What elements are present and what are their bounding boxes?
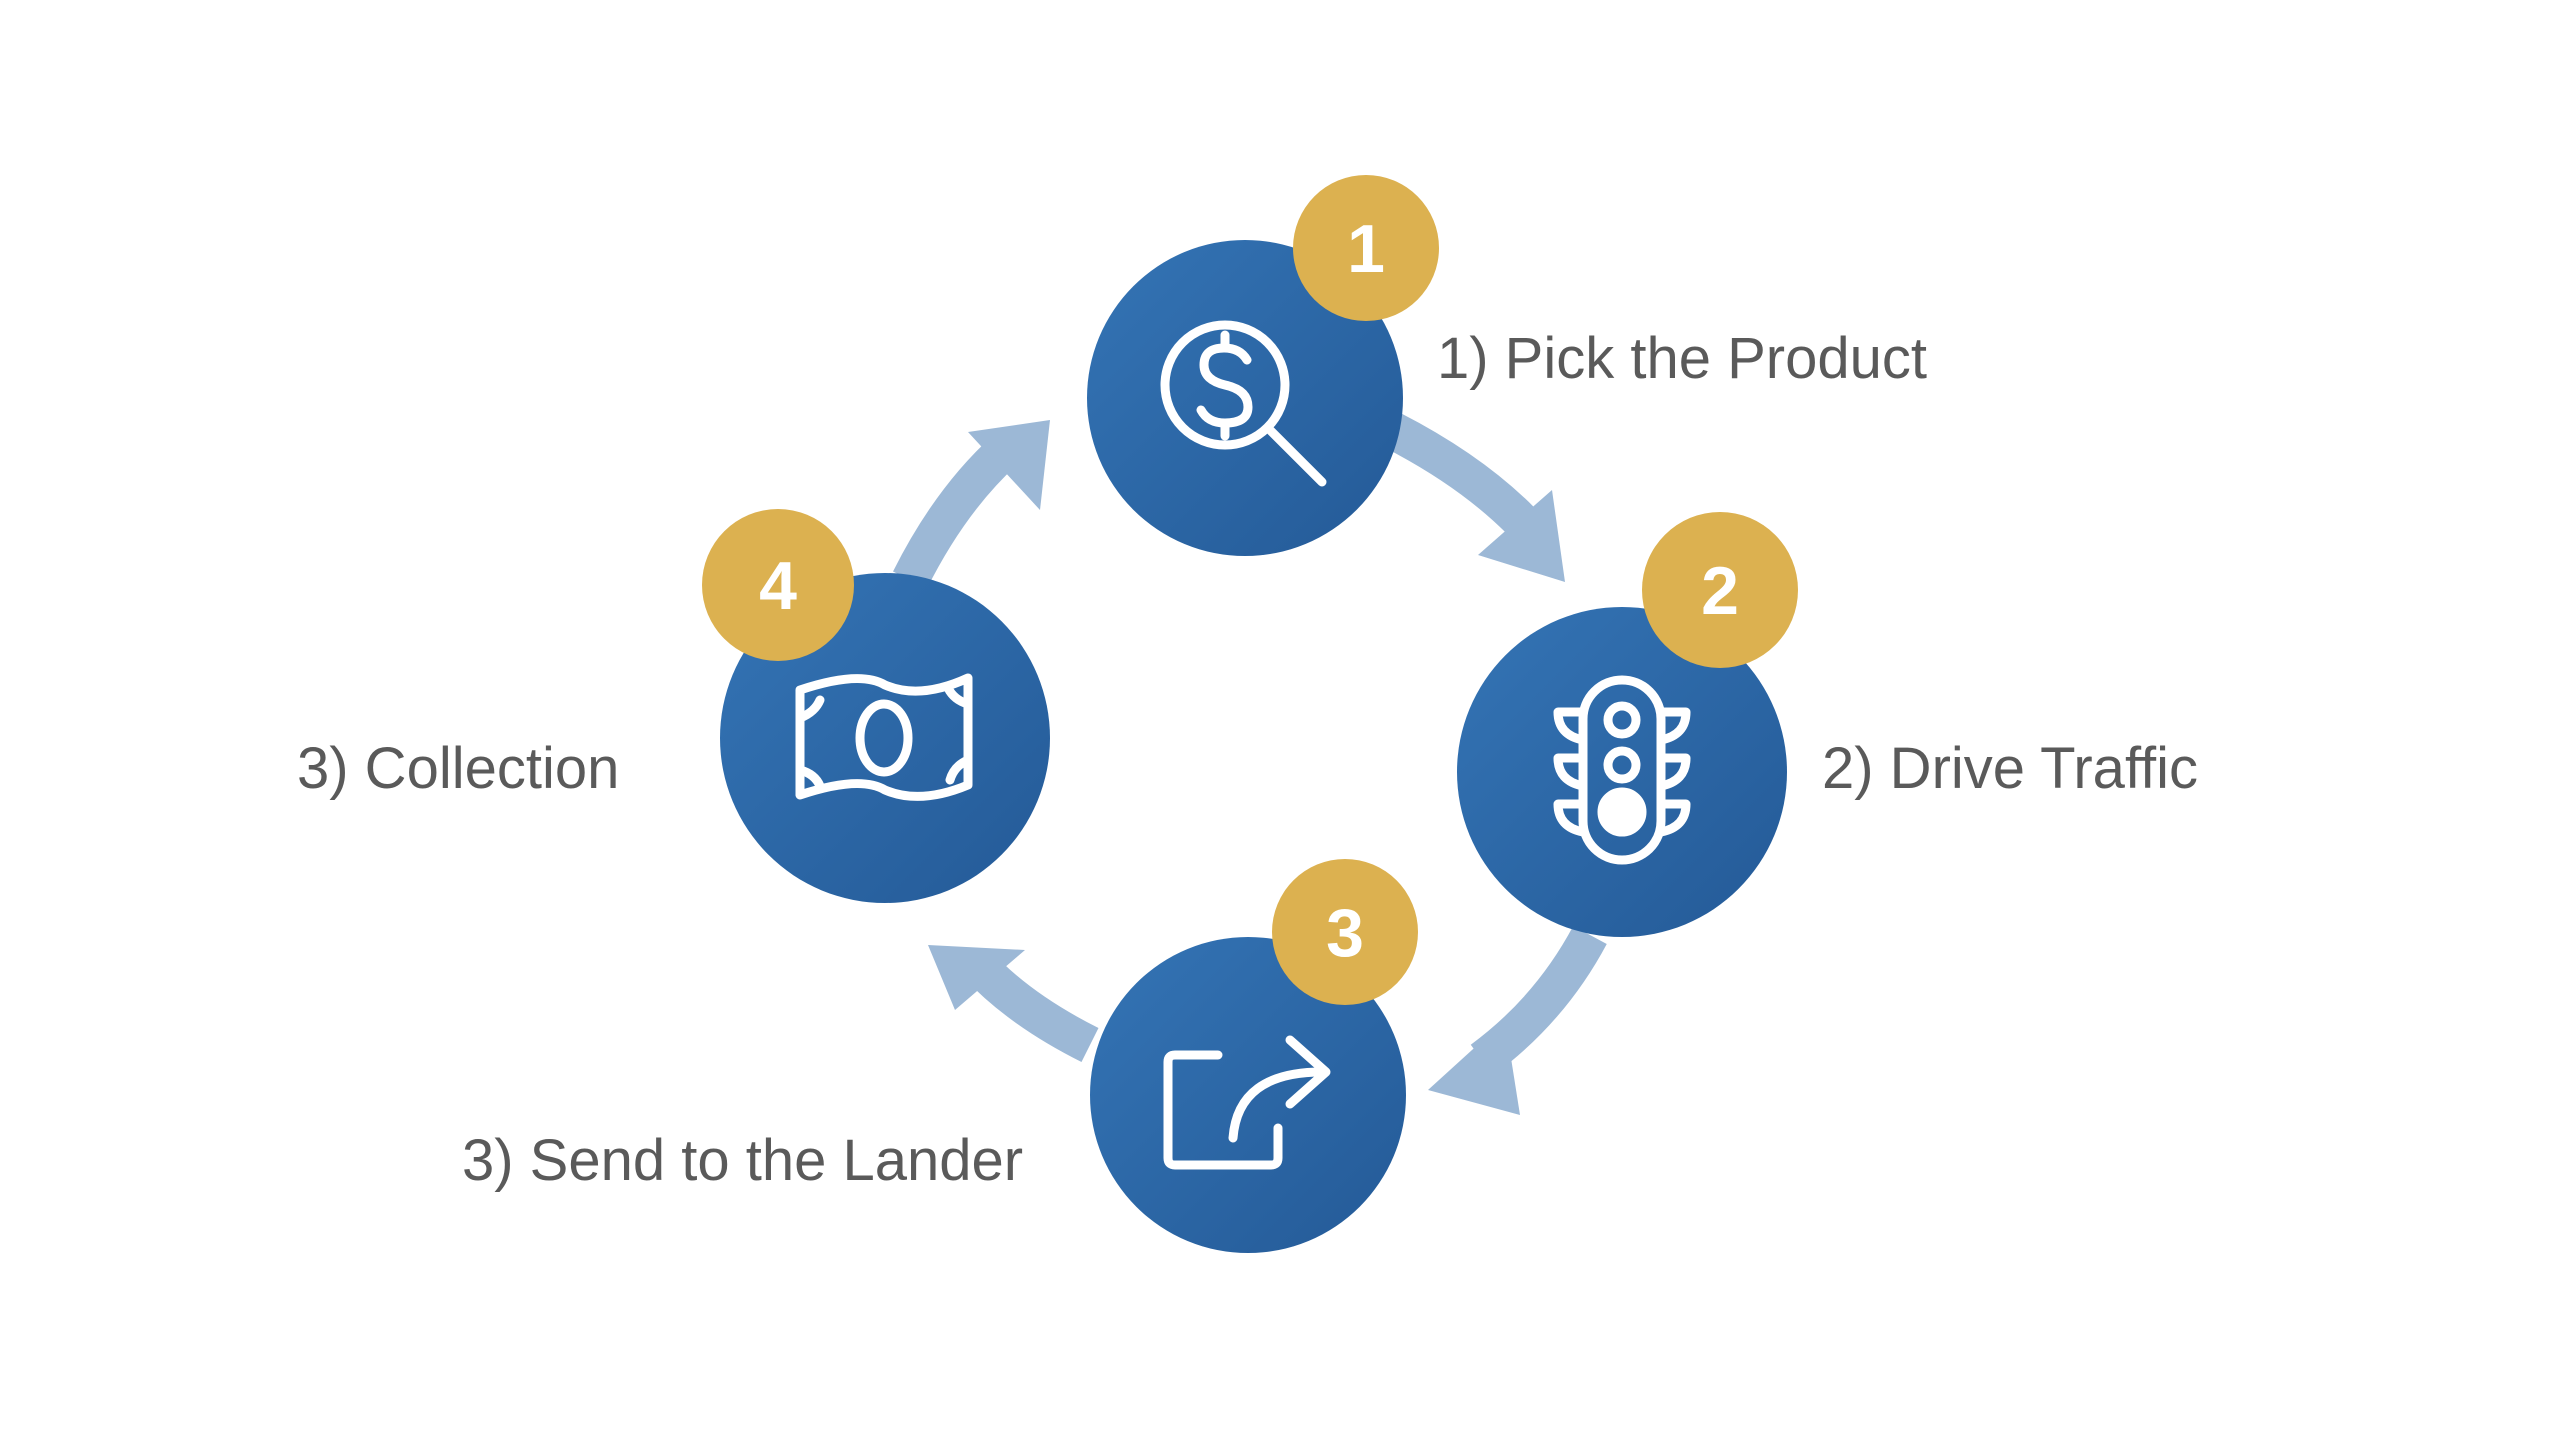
step-4-node: 4 <box>702 509 1050 903</box>
cycle-arrows <box>893 413 1607 1115</box>
step-2-label: 2) Drive Traffic <box>1822 736 2199 801</box>
traffic-light-icon <box>1553 675 1691 865</box>
arrow-head-step2-to-step3 <box>1428 1020 1520 1115</box>
step-2-badge <box>1642 512 1798 668</box>
step-3-badge-number: 3 <box>1326 895 1364 971</box>
step-1-badge <box>1293 175 1439 321</box>
step-2-badge-number: 2 <box>1701 553 1739 629</box>
arrow-step3-to-step4 <box>964 951 1099 1062</box>
share-arrow-icon <box>1163 1035 1331 1170</box>
dollar-search-icon <box>1160 320 1327 487</box>
arrow-head-step1-to-step2 <box>1478 490 1565 582</box>
step-3-node: 3 <box>1090 859 1418 1253</box>
step-4-label: 3) Collection <box>297 736 620 801</box>
step-1-badge-number: 1 <box>1347 211 1385 287</box>
step-4-badge <box>702 509 854 661</box>
step-1-label: 1) Pick the Product <box>1437 326 1927 391</box>
step-2-circle <box>1457 607 1787 937</box>
step-3-badge <box>1272 859 1418 1005</box>
step-2-node: 2 <box>1457 512 1798 937</box>
arrow-head-step4-to-step1 <box>968 420 1050 510</box>
arrow-step1-to-step2 <box>1383 413 1534 534</box>
arrow-head-step3-to-step4 <box>928 945 1025 1010</box>
step-1-node: 1 <box>1087 175 1439 556</box>
step-3-label: 3) Send to the Lander <box>462 1128 1024 1193</box>
banknote-icon <box>795 673 973 801</box>
arrow-step4-to-step1 <box>893 435 1018 589</box>
step-4-badge-number: 4 <box>759 548 797 624</box>
